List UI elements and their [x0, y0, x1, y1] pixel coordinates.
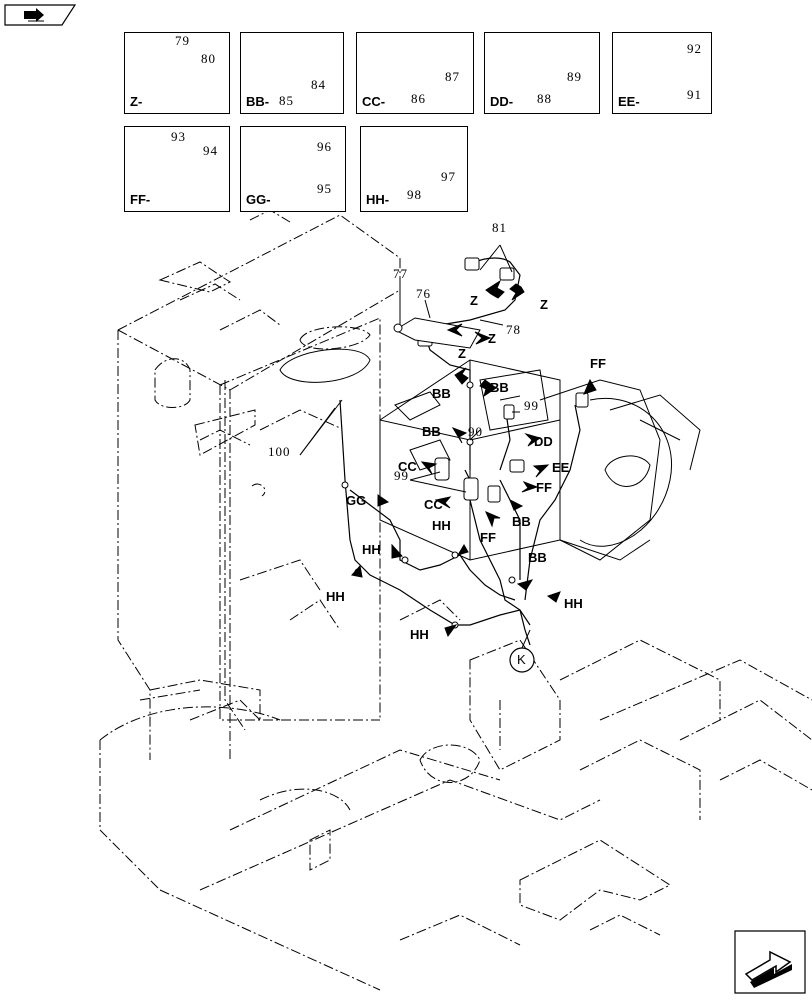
detail-box-bb: BB- 84 85: [240, 32, 344, 114]
part-number: 94: [203, 143, 218, 158]
callout-hh: HH: [410, 627, 429, 642]
callout-z: Z: [488, 331, 496, 346]
part-number: 95: [317, 181, 332, 196]
part-number: 91: [687, 87, 702, 102]
callout-bb: BB: [490, 380, 509, 395]
part-number: 79: [175, 33, 190, 48]
detail-box-gg: GG- 96 95: [240, 126, 346, 212]
detail-box-ff: FF- 93 94: [124, 126, 230, 212]
part-number: 86: [411, 91, 426, 106]
book-arrow-icon: [4, 4, 77, 26]
next-page-arrow-icon: [734, 930, 806, 994]
box-label: DD-: [490, 94, 514, 109]
part-number: 98: [407, 187, 422, 202]
callout-ff: FF: [590, 356, 606, 371]
part-number-90: 90: [468, 424, 483, 439]
part-number-99: 99: [524, 398, 539, 413]
detail-box-z: Z- 79 80: [124, 32, 230, 114]
control-valve-assembly: [379, 359, 701, 561]
part-number: 96: [317, 139, 332, 154]
part-number: 93: [171, 129, 186, 144]
detail-box-dd: DD- 88 89: [484, 32, 600, 114]
part-number-77: 77: [393, 266, 408, 281]
machine-frame-outline: [99, 209, 812, 991]
part-number: 88: [537, 91, 552, 106]
part-number: 87: [445, 69, 460, 84]
callout-dd: DD: [534, 434, 553, 449]
callout-hh: HH: [326, 589, 345, 604]
callout-cc: CC: [398, 459, 417, 474]
wire-harness: [339, 257, 581, 646]
part-number-76: 76: [416, 286, 431, 301]
box-label: Z-: [130, 94, 143, 109]
bracket-76: [393, 317, 481, 349]
callout-z: Z: [458, 346, 466, 361]
callout-ff: FF: [480, 530, 496, 545]
callout-k: K: [517, 652, 526, 667]
leader-lines: [299, 244, 520, 493]
part-number-100: 100: [268, 444, 291, 459]
callout-hh: HH: [362, 542, 381, 557]
callout-ee: EE: [552, 460, 570, 475]
box-label: CC-: [362, 94, 386, 109]
part-number: 92: [687, 41, 702, 56]
top-nav-button[interactable]: [4, 4, 77, 26]
box-label: EE-: [618, 94, 640, 109]
callout-z: Z: [540, 297, 548, 312]
detail-box-ee: EE- 92 91: [612, 32, 712, 114]
callout-cc: CC: [424, 497, 443, 512]
box-label: HH-: [366, 192, 390, 207]
part-number: 89: [567, 69, 582, 84]
box-label: GG-: [246, 192, 271, 207]
part-number-78: 78: [506, 322, 521, 337]
k-leader: [521, 629, 531, 649]
callout-bb: BB: [528, 550, 547, 565]
detail-box-cc: CC- 86 87: [356, 32, 474, 114]
part-number: 97: [441, 169, 456, 184]
callout-ff: FF: [536, 480, 552, 495]
part-number-81: 81: [492, 220, 507, 235]
part-number: 84: [311, 77, 326, 92]
part-number: 85: [279, 93, 294, 108]
callout-hh: HH: [432, 518, 451, 533]
detail-box-hh: HH- 98 97: [360, 126, 468, 212]
part-number-99: 99: [394, 468, 409, 483]
callout-bb: BB: [512, 514, 531, 529]
callout-gg: GG: [346, 493, 367, 508]
part-number: 80: [201, 51, 216, 66]
callout-z: Z: [470, 293, 478, 308]
callout-hh: HH: [564, 596, 583, 611]
box-label: BB-: [246, 94, 270, 109]
next-page-button[interactable]: [734, 930, 806, 994]
callout-bb: BB: [432, 386, 451, 401]
hydraulic-tank: [194, 317, 381, 721]
callout-bb: BB: [422, 424, 441, 439]
callout-arrows: [351, 279, 597, 638]
box-label: FF-: [130, 192, 151, 207]
